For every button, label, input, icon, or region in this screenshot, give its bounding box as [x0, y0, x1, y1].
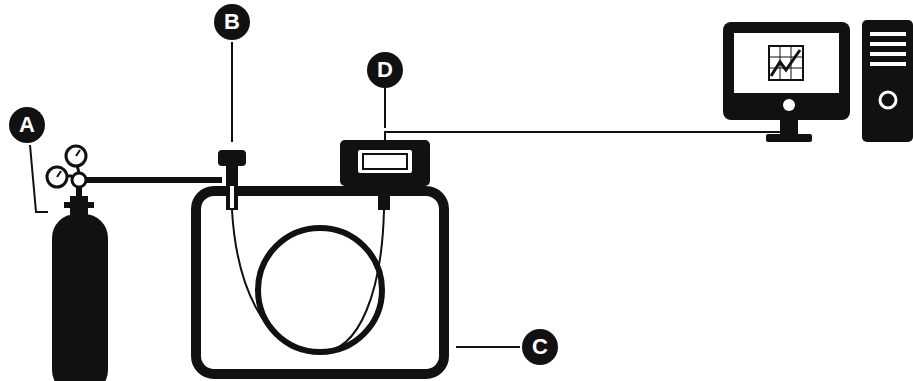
- computer-monitor: [723, 22, 850, 142]
- sensor-unit: [340, 140, 430, 210]
- computer-tower: [862, 20, 913, 142]
- coiled-tube: [258, 228, 382, 352]
- callout-letter: C: [522, 329, 558, 365]
- data-cable: [385, 132, 780, 140]
- callout-letter: D: [367, 52, 403, 88]
- inlet-valve: [218, 150, 246, 210]
- gas-pipe: [86, 177, 222, 183]
- callout-letter: A: [9, 107, 45, 143]
- callout-letter: B: [214, 4, 250, 40]
- chamber: [196, 191, 444, 374]
- tube: [232, 210, 320, 352]
- tube: [320, 210, 384, 352]
